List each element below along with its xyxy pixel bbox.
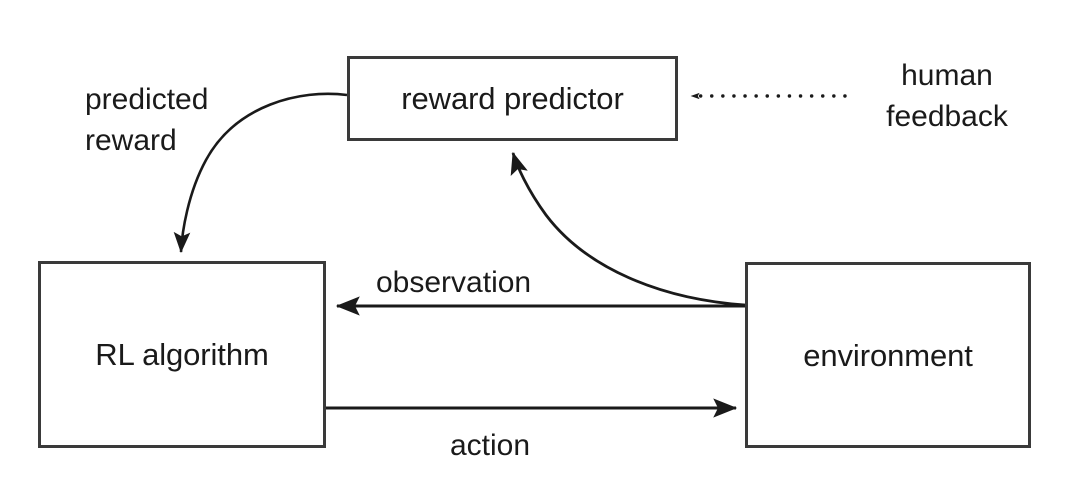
edge-label-human-feedback-line1: human — [901, 59, 993, 92]
node-reward-predictor[interactable]: reward predictor — [347, 56, 678, 141]
edge-label-human-feedback-line2: feedback — [886, 100, 1008, 134]
edge-label-predicted-reward-line2: reward — [85, 124, 177, 158]
node-rl-algorithm-label: RL algorithm — [95, 337, 269, 372]
edge-label-predicted-reward-line1: predicted — [85, 83, 209, 116]
node-environment-label: environment — [803, 337, 973, 373]
node-rl-algorithm[interactable]: RL algorithm — [38, 261, 326, 448]
edge-observation-to-predictor-path — [510, 151, 746, 307]
edge-label-human-feedback: human feedback — [857, 55, 1037, 137]
edge-label-predicted-reward: predicted reward — [85, 79, 208, 161]
edge-label-observation: observation — [376, 266, 532, 299]
edge-label-action: action — [450, 429, 531, 462]
node-reward-predictor-label: reward predictor — [401, 81, 624, 116]
edge-predicted-reward-path — [173, 92, 348, 254]
node-environment[interactable]: environment — [745, 262, 1031, 448]
